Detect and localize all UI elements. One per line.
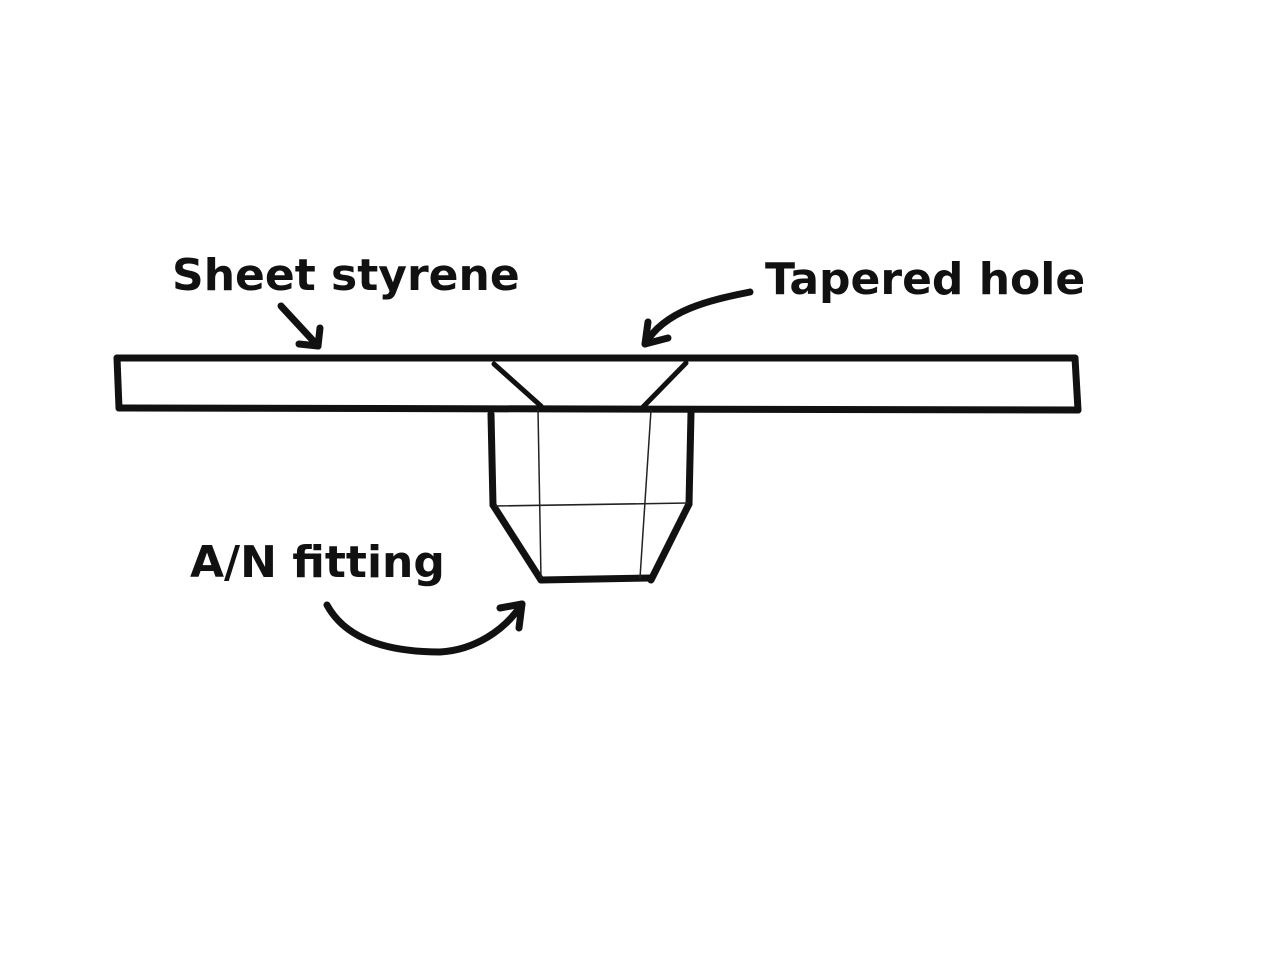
hole-right-taper [640,360,689,410]
fitting-bottom [537,574,655,584]
fitting-body-right [685,409,695,508]
arrow-shaft [641,288,754,348]
sheet-styrene-arrow [277,302,324,350]
an-fitting [487,409,695,584]
fitting-cone-left [489,501,545,584]
fitting-inner-left-line [537,409,542,579]
arrow-head-b [295,340,322,350]
fitting-shoulder-line [495,502,689,507]
tapered-hole-arrow [641,288,754,348]
sheet-right-edge [1071,354,1082,414]
fitting-body-left [487,410,497,509]
arrow-shaft [277,302,322,350]
sheet-left-edge [113,354,123,412]
label-tapered-hole: Tapered hole [765,254,1085,305]
sheet-bottom-edge [115,404,1082,414]
fitting-inner-right-line [639,409,652,579]
arrow-head-b [641,334,672,348]
tapered-hole [491,360,689,410]
hole-left-taper [491,361,544,409]
arrow-head-b [515,600,526,632]
label-an-fitting: A/N fitting [190,537,445,588]
an-fitting-arrow [323,600,526,656]
fitting-cone-right [647,500,693,584]
styrene-sheet [113,354,1082,414]
arrow-shaft [323,600,526,656]
arrow-head-a [496,600,526,612]
label-sheet-styrene: Sheet styrene [172,250,520,301]
